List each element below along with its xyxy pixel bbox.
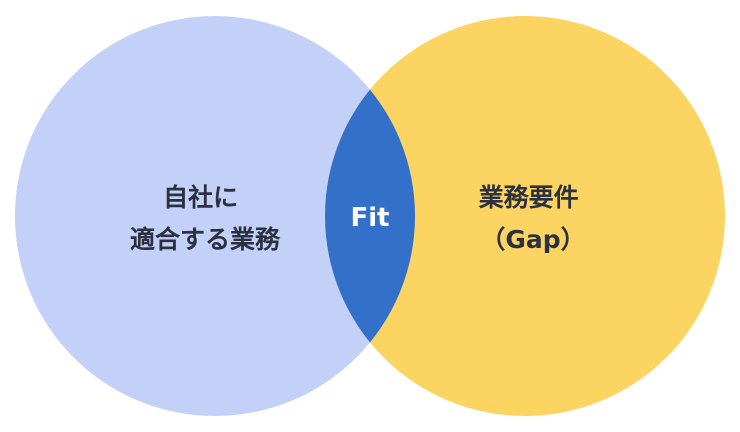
left-circle-label-line-1: 自社に [163, 183, 238, 212]
right-circle-label-line-1: 業務要件 [479, 183, 579, 212]
left-circle [15, 16, 415, 416]
left-circle-label-line-2: 適合する業務 [130, 225, 281, 254]
right-circle-label: 業務要件 （Gap） [479, 183, 588, 254]
intersection-label: Fit [350, 203, 389, 233]
left-circle-label: 自社に 適合する業務 [130, 183, 281, 254]
right-circle [325, 16, 725, 416]
right-circle-label-line-2: （Gap） [480, 225, 585, 254]
